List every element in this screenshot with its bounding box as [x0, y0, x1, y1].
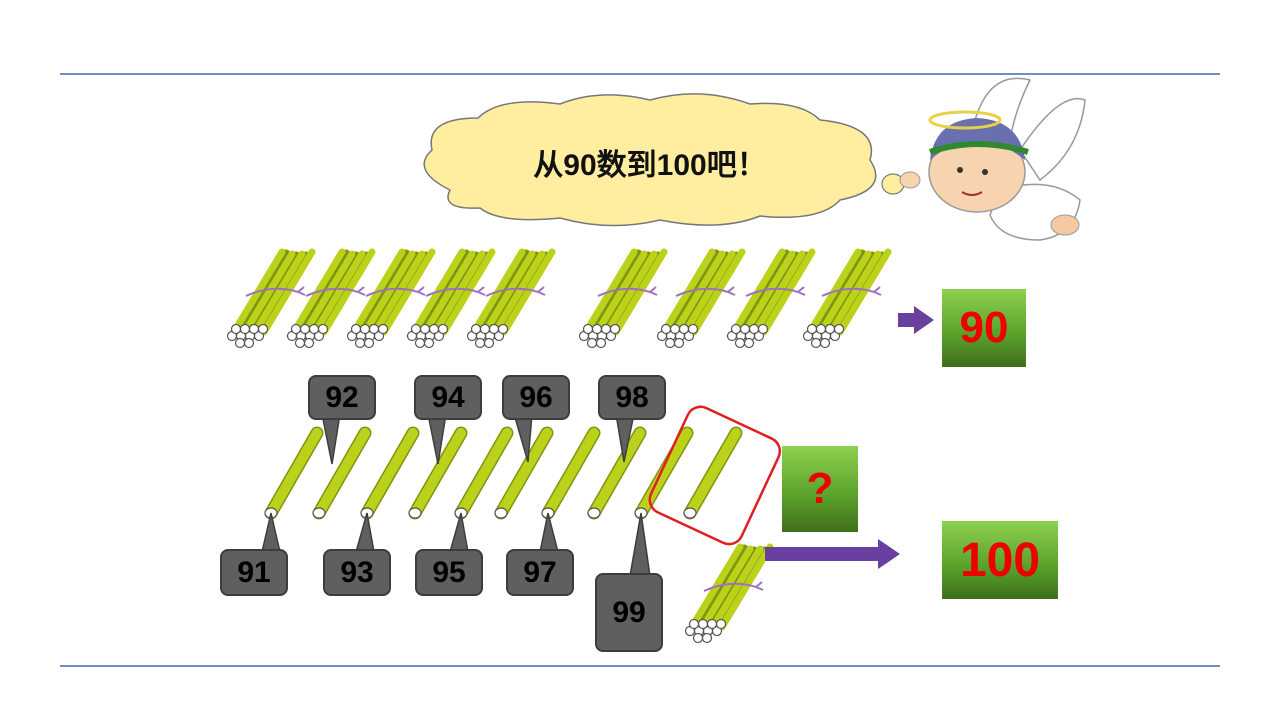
- count-label: 92: [308, 375, 376, 420]
- count-label: 99: [595, 573, 663, 652]
- count-label: 94: [414, 375, 482, 420]
- single-stick: [542, 433, 594, 518]
- single-stick: [313, 433, 365, 518]
- count-label: 93: [323, 549, 391, 596]
- count-label: 97: [506, 549, 574, 596]
- right-arrow-icon: [898, 306, 934, 334]
- count-label: 96: [502, 375, 570, 420]
- count-label: 98: [598, 375, 666, 420]
- single-stick: [635, 433, 687, 518]
- top-divider: [60, 73, 1220, 75]
- count-label: 95: [415, 549, 483, 596]
- right-arrow-icon: [765, 539, 900, 569]
- bundle-of-ten-sticks: [686, 547, 771, 643]
- cloud-speech-bubble: [423, 93, 905, 227]
- angel-character: [899, 77, 1086, 241]
- result-ninety-box: 90: [942, 289, 1026, 367]
- question-box: ?: [782, 446, 858, 532]
- tenth-stick-highlight: [648, 405, 782, 546]
- bottom-divider: [60, 665, 1220, 667]
- bundle-of-ten-sticks: [580, 252, 665, 348]
- speech-bubble-text: 从90数到100吧！: [533, 149, 767, 182]
- bundle-of-ten-sticks: [804, 252, 889, 348]
- result-hundred-box: 100: [942, 521, 1058, 599]
- single-stick: [588, 433, 640, 518]
- single-stick: [684, 433, 736, 518]
- count-label: 91: [220, 549, 288, 596]
- single-stick: [265, 433, 317, 518]
- bundle-of-ten-sticks: [728, 252, 813, 348]
- single-stick: [361, 433, 413, 518]
